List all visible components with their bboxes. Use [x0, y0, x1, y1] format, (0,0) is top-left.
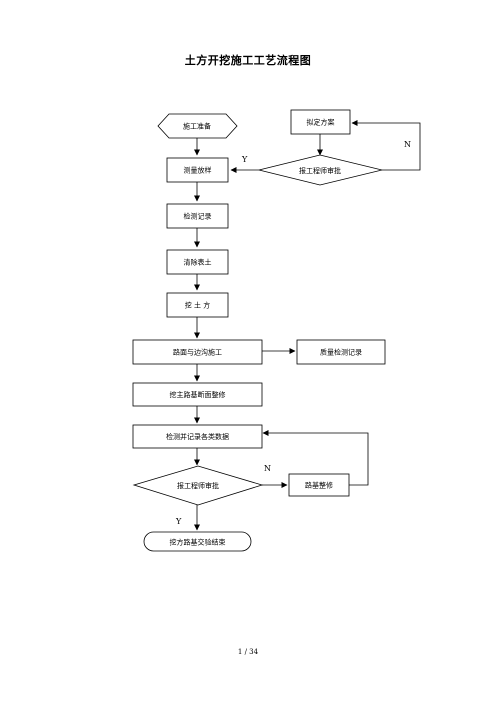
survey-box: [166, 157, 229, 183]
review2-label: 报工程师审批: [177, 481, 219, 490]
draft-plan-node: 拟定方案: [290, 109, 351, 135]
quality-record-node: 质量检测记录: [296, 339, 386, 365]
trim-section-box: [132, 382, 263, 407]
edge-label-no-1: N: [404, 140, 411, 149]
trim-section-node: 挖主路基断面整修: [132, 382, 263, 407]
review2-diamond: [132, 465, 264, 506]
clear-topsoil-label: 清除表土: [184, 258, 212, 267]
connectors: [194, 120, 421, 531]
clear-topsoil-box: [166, 249, 229, 275]
excavate-label: 挖 土 方: [185, 301, 210, 310]
start-shape: [157, 113, 238, 139]
road-ditch-label: 路面与边沟施工: [173, 348, 222, 357]
subgrade-trim-label: 路基整修: [305, 481, 333, 490]
edge-label-yes-1: Y: [241, 155, 248, 164]
edge-label-no-2: N: [264, 464, 271, 473]
review1-label: 报工程师审批: [299, 166, 341, 175]
excavate-box: [166, 292, 229, 318]
end-shape: [143, 531, 252, 552]
inspect-data-node: 检测并记录各类数据: [132, 424, 263, 449]
inspect-data-label: 检测并记录各类数据: [166, 432, 229, 441]
subgrade-trim-box: [288, 473, 350, 497]
survey-label: 测量放样: [184, 166, 212, 175]
clear-topsoil-node: 清除表土: [166, 249, 229, 275]
arrow-review-no-loop: [351, 120, 421, 171]
inspect-record-label: 检测记录: [184, 212, 212, 221]
quality-record-label: 质量检测记录: [320, 348, 362, 357]
edge-label-yes-2: Y: [175, 517, 182, 526]
quality-record-box: [296, 339, 386, 365]
excavate-node: 挖 土 方: [166, 292, 229, 318]
survey-node: 测量放样: [166, 157, 229, 183]
arrow-subgrade-loop: [262, 430, 369, 486]
page-title: 土方开挖施工工艺流程图: [184, 54, 312, 67]
inspect-record-node: 检测记录: [166, 203, 229, 229]
start-node: 施工准备: [157, 113, 238, 139]
trim-section-label: 挖主路基断面整修: [170, 390, 226, 399]
inspect-data-box: [132, 424, 263, 449]
road-ditch-box: [132, 339, 263, 365]
review1-node: 报工程师审批: [258, 154, 383, 186]
end-label: 挖方路基交验结束: [170, 538, 226, 547]
inspect-record-box: [166, 203, 229, 229]
draft-plan-label: 拟定方案: [307, 118, 335, 127]
draft-plan-box: [290, 109, 351, 135]
subgrade-trim-node: 路基整修: [288, 473, 350, 497]
end-node: 挖方路基交验结束: [143, 531, 252, 552]
road-ditch-node: 路面与边沟施工: [132, 339, 263, 365]
review2-node: 报工程师审批: [132, 465, 264, 506]
start-label: 施工准备: [183, 122, 211, 131]
review1-diamond: [258, 154, 383, 186]
page-number: 1 / 34: [237, 648, 259, 656]
